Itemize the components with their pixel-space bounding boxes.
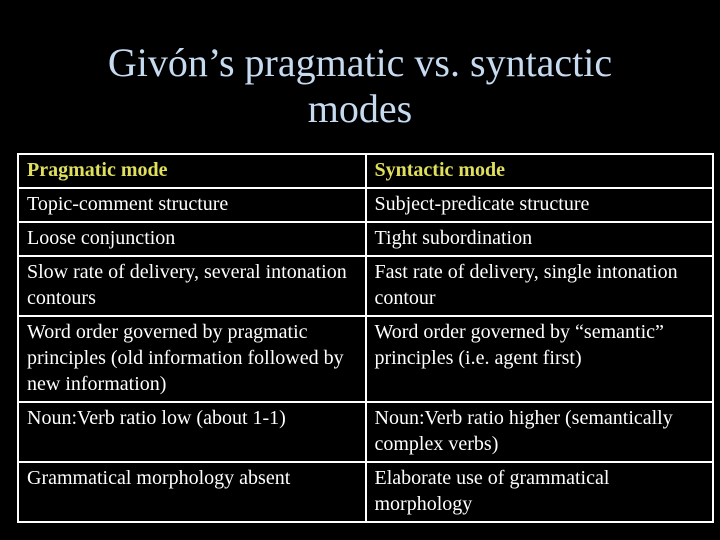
table-header-pragmatic-mode: Pragmatic mode [17, 153, 367, 189]
table-cell: Subject-predicate structure [364, 187, 714, 223]
table-cell: Loose conjunction [17, 221, 367, 257]
table-row: Noun:Verb ratio low (about 1-1) Noun:Ver… [17, 401, 714, 463]
page-title-text: Givón’s pragmatic vs. syntactic modes [107, 40, 613, 131]
table-cell: Grammatical morphology absent [17, 461, 367, 523]
table-row: Topic-comment structure Subject-predicat… [17, 187, 714, 223]
comparison-table: Pragmatic mode Syntactic mode Topic-comm… [17, 153, 714, 523]
table-cell: Noun:Verb ratio higher (semantically com… [364, 401, 714, 463]
table-cell: Slow rate of delivery, several intonatio… [17, 255, 367, 317]
table-header-row: Pragmatic mode Syntactic mode [17, 153, 714, 189]
table-cell: Tight subordination [364, 221, 714, 257]
table-cell: Word order governed by pragmatic princip… [17, 315, 367, 403]
table-cell: Word order governed by “semantic” princi… [364, 315, 714, 403]
table-cell: Elaborate use of grammatical morphology [364, 461, 714, 523]
table-row: Word order governed by pragmatic princip… [17, 315, 714, 403]
table-row: Loose conjunction Tight subordination [17, 221, 714, 257]
table-header-syntactic-mode: Syntactic mode [364, 153, 714, 189]
table-cell: Fast rate of delivery, single intonation… [364, 255, 714, 317]
table-cell: Topic-comment structure [17, 187, 367, 223]
table-cell: Noun:Verb ratio low (about 1-1) [17, 401, 367, 463]
table-row: Slow rate of delivery, several intonatio… [17, 255, 714, 317]
page-title: Givón’s pragmatic vs. syntactic modes [0, 40, 720, 132]
table-row: Grammatical morphology absent Elaborate … [17, 461, 714, 523]
